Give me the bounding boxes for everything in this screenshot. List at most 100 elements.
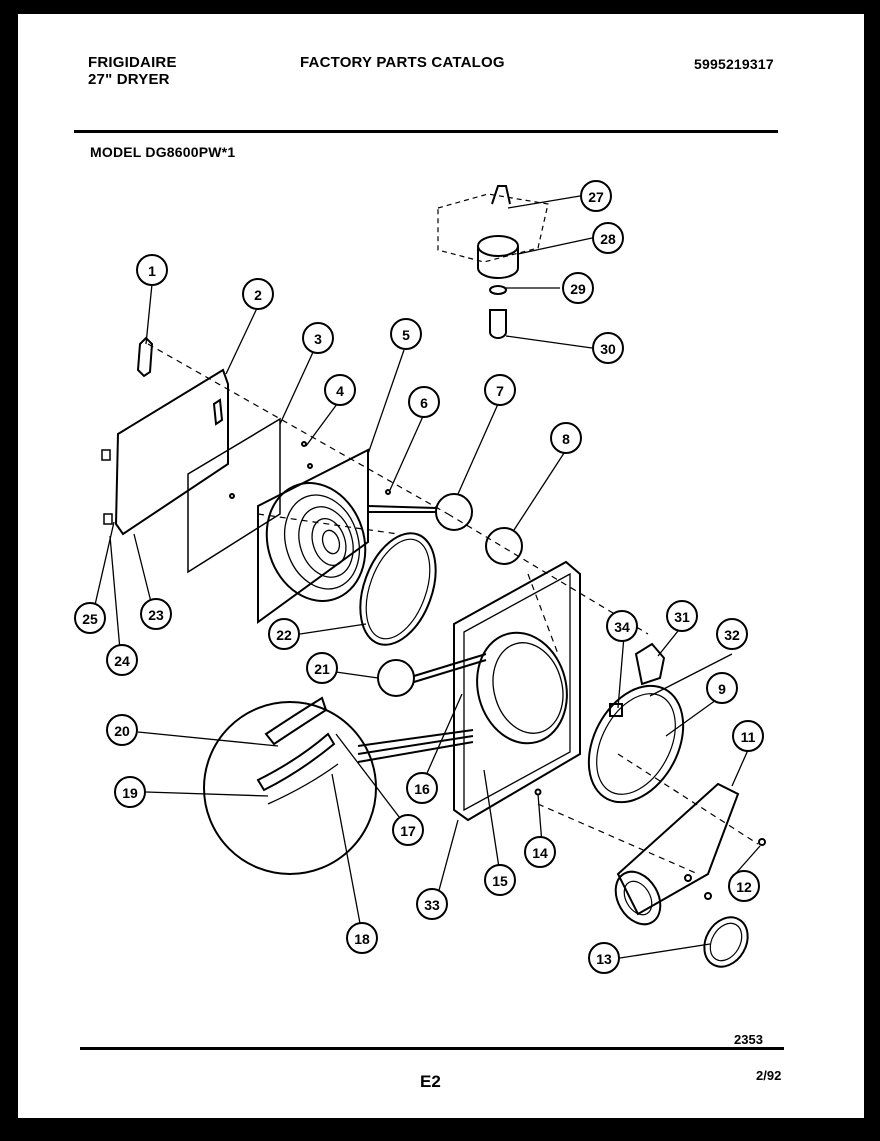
callout-3: 3: [302, 322, 334, 354]
callout-32: 32: [716, 618, 748, 650]
callout-19: 19: [114, 776, 146, 808]
callout-circle: [732, 720, 764, 752]
callout-number: 11: [741, 729, 756, 745]
callout-number: 12: [736, 879, 752, 895]
callout-number: 4: [336, 383, 344, 399]
callout-number: 9: [718, 681, 726, 697]
callout-23: 23: [140, 598, 172, 630]
callout-number: 34: [614, 619, 630, 635]
callout-number: 18: [354, 931, 370, 947]
callout-circle: [562, 272, 594, 304]
header-rule: [74, 130, 778, 133]
callout-circle: [390, 318, 422, 350]
callout-number: 17: [400, 823, 416, 839]
catalog-title: FACTORY PARTS CATALOG: [300, 54, 505, 71]
callout-circle: [606, 610, 638, 642]
callout-number: 5: [402, 327, 410, 343]
callout-circle: [524, 836, 556, 868]
callout-7: 7: [484, 374, 516, 406]
model-number: MODEL DG8600PW*1: [90, 144, 236, 160]
drawing-number: 2353: [734, 1032, 763, 1047]
callout-circle: [706, 672, 738, 704]
callout-number: 27: [588, 189, 604, 205]
callout-21: 21: [306, 652, 338, 684]
brand-block: FRIGIDAIRE 27" DRYER: [88, 54, 177, 88]
callout-circle: [406, 772, 438, 804]
callout-18: 18: [346, 922, 378, 954]
callout-circle: [106, 714, 138, 746]
callout-circle: [242, 278, 274, 310]
callout-1: 1: [136, 254, 168, 286]
callout-number: 14: [532, 845, 548, 861]
callout-13: 13: [588, 942, 620, 974]
callout-number: 7: [496, 383, 504, 399]
callout-number: 21: [314, 661, 330, 677]
callout-11: 11: [732, 720, 764, 752]
callout-number: 23: [148, 607, 164, 623]
callout-circle: [550, 422, 582, 454]
callout-33: 33: [416, 888, 448, 920]
callout-number: 15: [492, 873, 508, 889]
callout-22: 22: [268, 618, 300, 650]
revision-date: 2/92: [756, 1068, 782, 1083]
callout-circle: [728, 870, 760, 902]
callout-circle: [392, 814, 424, 846]
callout-circle: [408, 386, 440, 418]
callout-12: 12: [728, 870, 760, 902]
callout-5: 5: [390, 318, 422, 350]
product-name: 27" DRYER: [88, 71, 170, 88]
callout-circle: [324, 374, 356, 406]
callout-9: 9: [706, 672, 738, 704]
callout-number: 25: [82, 611, 98, 627]
callout-circle: [666, 600, 698, 632]
callout-16: 16: [406, 772, 438, 804]
callout-number: 31: [674, 609, 690, 625]
callout-circle: [346, 922, 378, 954]
callout-20: 20: [106, 714, 138, 746]
footer-rule: [80, 1047, 784, 1050]
callout-31: 31: [666, 600, 698, 632]
callout-circle: [592, 332, 624, 364]
callout-circle: [592, 222, 624, 254]
callout-circle: [716, 618, 748, 650]
callout-number: 1: [148, 263, 156, 279]
callout-circle: [140, 598, 172, 630]
callout-number: 32: [724, 627, 740, 643]
callout-30: 30: [592, 332, 624, 364]
callout-27: 27: [580, 180, 612, 212]
callout-14: 14: [524, 836, 556, 868]
callout-number: 30: [600, 341, 616, 357]
callout-number: 20: [114, 723, 130, 739]
callout-number: 28: [600, 231, 616, 247]
callout-number: 2: [254, 287, 262, 303]
callout-number: 22: [276, 627, 292, 643]
callout-24: 24: [106, 644, 138, 676]
callout-number: 8: [562, 431, 570, 447]
callout-number: 13: [596, 951, 612, 967]
callout-circle: [268, 618, 300, 650]
callout-8: 8: [550, 422, 582, 454]
callout-circle: [302, 322, 334, 354]
callout-circle: [484, 864, 516, 896]
callout-labels: 1234567891112131415161718192021222324252…: [74, 180, 764, 974]
callout-2: 2: [242, 278, 274, 310]
callout-17: 17: [392, 814, 424, 846]
brand-name: FRIGIDAIRE: [88, 54, 177, 71]
callout-28: 28: [592, 222, 624, 254]
callout-number: 19: [122, 785, 138, 801]
callout-circle: [484, 374, 516, 406]
callout-number: 3: [314, 331, 322, 347]
callout-number: 33: [424, 897, 440, 913]
callout-number: 24: [114, 653, 130, 669]
callout-6: 6: [408, 386, 440, 418]
callout-circle: [74, 602, 106, 634]
callout-25: 25: [74, 602, 106, 634]
callout-circle: [136, 254, 168, 286]
callout-circle: [416, 888, 448, 920]
exploded-parts-diagram: 1234567891112131415161718192021222324252…: [74, 180, 766, 974]
callout-circle: [306, 652, 338, 684]
callout-circle: [588, 942, 620, 974]
callout-15: 15: [484, 864, 516, 896]
callout-number: 29: [570, 281, 586, 297]
callout-number: 16: [414, 781, 430, 797]
